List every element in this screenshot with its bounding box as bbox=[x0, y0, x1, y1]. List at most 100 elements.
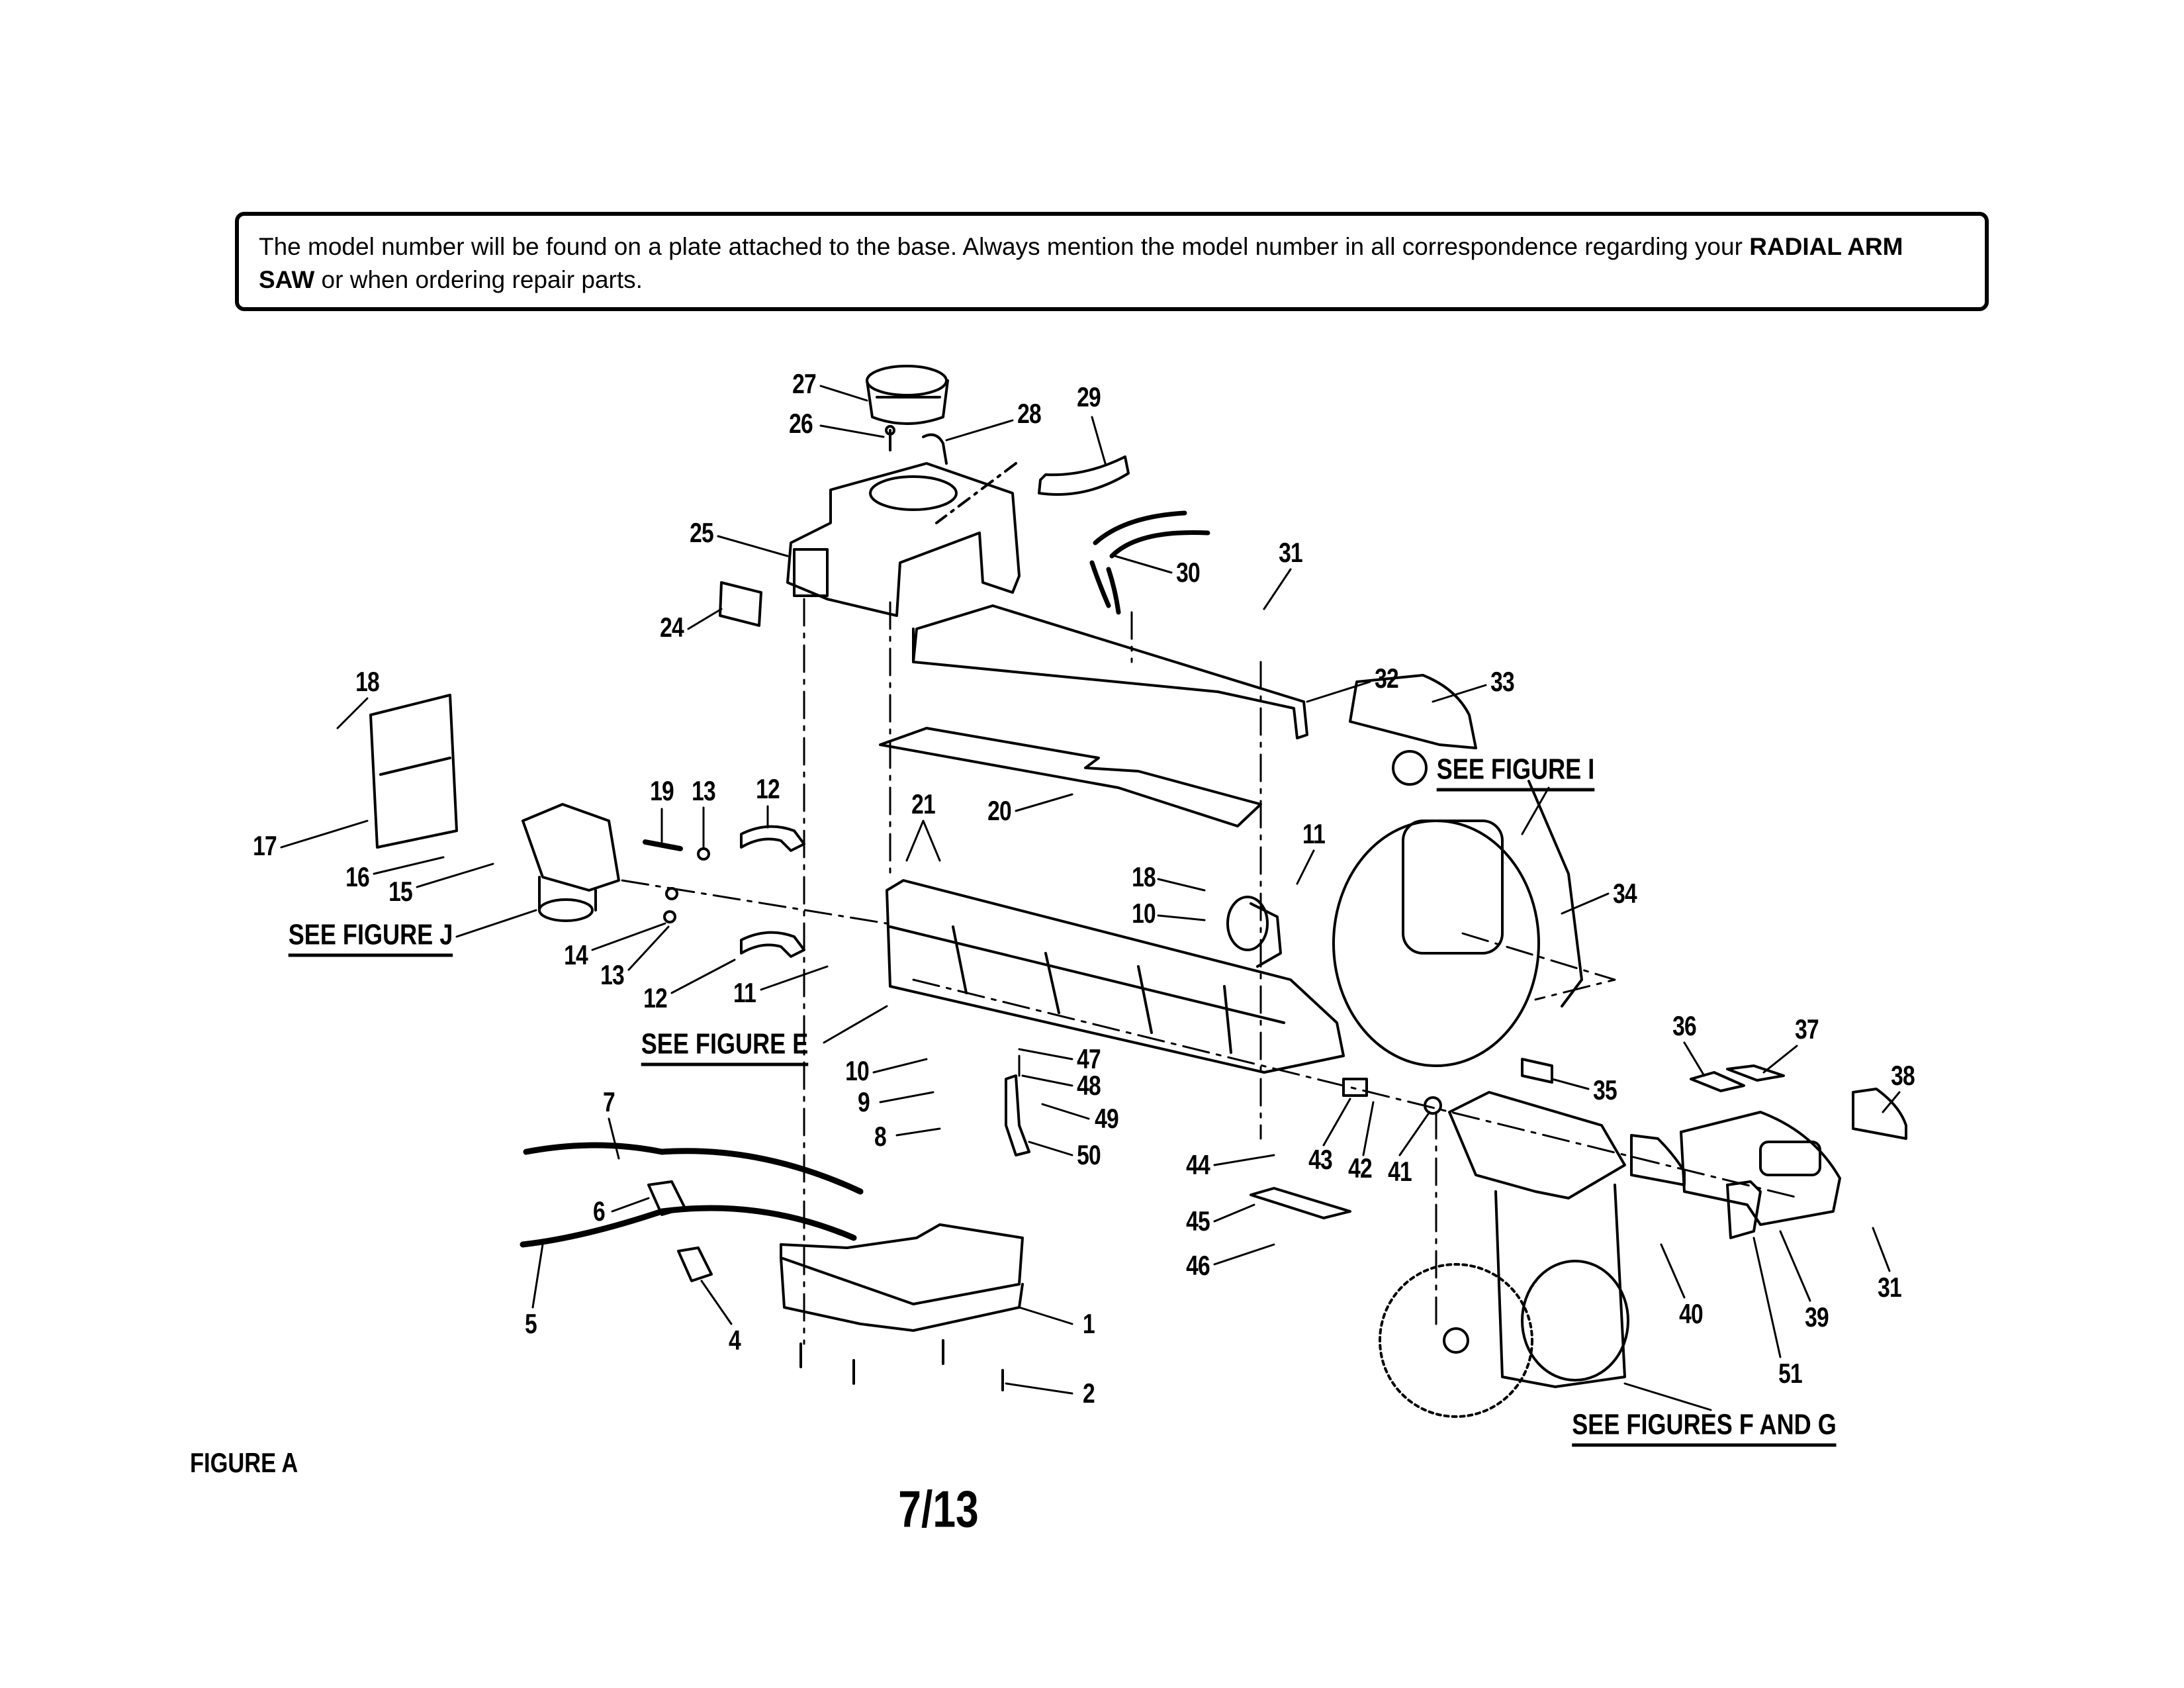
callout-47[interactable]: 47 bbox=[1077, 1043, 1101, 1074]
clamp-part bbox=[740, 931, 805, 958]
see-figure-i-link[interactable]: SEE FIGURE I bbox=[1436, 755, 1595, 792]
callout-11[interactable]: 11 bbox=[733, 977, 756, 1008]
label-part bbox=[1521, 1058, 1553, 1084]
callout-5[interactable]: 5 bbox=[525, 1308, 537, 1339]
callout-51[interactable]: 51 bbox=[1778, 1358, 1803, 1389]
callout-12[interactable]: 12 bbox=[643, 982, 668, 1013]
label-part bbox=[1630, 1134, 1686, 1186]
see-figures-f-and-g-link[interactable]: SEE FIGURES F AND G bbox=[1572, 1410, 1837, 1447]
notice-bold-product: RADIAL ARM SAW bbox=[259, 233, 1903, 293]
arbor-nut-part bbox=[1443, 1327, 1469, 1354]
callout-10[interactable]: 10 bbox=[845, 1055, 870, 1086]
screw-part bbox=[885, 425, 895, 451]
callout-4[interactable]: 4 bbox=[729, 1325, 741, 1356]
assembly-lines bbox=[621, 598, 1801, 1345]
callout-1[interactable]: 1 bbox=[1083, 1308, 1095, 1339]
callout-50[interactable]: 50 bbox=[1077, 1139, 1101, 1170]
hose-clip-part bbox=[647, 1180, 686, 1216]
switch-part bbox=[1342, 1078, 1368, 1097]
callout-39[interactable]: 39 bbox=[1805, 1301, 1829, 1333]
callout-35[interactable]: 35 bbox=[1593, 1074, 1617, 1105]
callout-6[interactable]: 6 bbox=[593, 1196, 606, 1227]
housing-part bbox=[786, 462, 1021, 617]
callout-15[interactable]: 15 bbox=[388, 876, 413, 907]
callout-43[interactable]: 43 bbox=[1308, 1144, 1333, 1175]
figure-title: FIGURE A bbox=[190, 1447, 298, 1478]
callout-29[interactable]: 29 bbox=[1077, 381, 1101, 412]
carriage-part bbox=[1448, 1091, 1629, 1388]
hose-clip-part bbox=[677, 1246, 713, 1282]
callout-11[interactable]: 11 bbox=[1302, 818, 1326, 849]
callout-27[interactable]: 27 bbox=[792, 368, 817, 399]
see-figure-j-link[interactable]: SEE FIGURE J bbox=[288, 920, 453, 957]
arm-cover-part bbox=[912, 604, 1308, 739]
callout-18[interactable]: 18 bbox=[355, 666, 380, 697]
notice-text-end: or when ordering repair parts. bbox=[314, 266, 643, 293]
callout-41[interactable]: 41 bbox=[1388, 1156, 1412, 1187]
label-part bbox=[719, 581, 762, 627]
callout-40[interactable]: 40 bbox=[1679, 1298, 1704, 1329]
shield-part bbox=[1349, 674, 1477, 749]
callout-49[interactable]: 49 bbox=[1095, 1103, 1119, 1134]
callout-17[interactable]: 17 bbox=[253, 830, 277, 861]
callout-28[interactable]: 28 bbox=[1017, 398, 1042, 429]
arm-frame-part bbox=[886, 879, 1345, 1074]
callout-45[interactable]: 45 bbox=[1186, 1205, 1210, 1237]
callout-10[interactable]: 10 bbox=[1132, 898, 1156, 929]
bracket-part bbox=[1005, 1074, 1030, 1156]
callout-38[interactable]: 38 bbox=[1891, 1060, 1915, 1091]
washer-part bbox=[697, 847, 710, 861]
callout-48[interactable]: 48 bbox=[1077, 1070, 1101, 1101]
washer-part bbox=[663, 910, 676, 923]
hose-part bbox=[523, 1142, 864, 1195]
callout-7[interactable]: 7 bbox=[603, 1086, 615, 1117]
callout-19[interactable]: 19 bbox=[650, 775, 674, 806]
callout-13[interactable]: 13 bbox=[692, 775, 716, 806]
callout-37[interactable]: 37 bbox=[1795, 1013, 1819, 1045]
callout-18[interactable]: 18 bbox=[1132, 861, 1156, 892]
callout-44[interactable]: 44 bbox=[1186, 1149, 1210, 1180]
saw-blade-part bbox=[1379, 1263, 1533, 1418]
callout-14[interactable]: 14 bbox=[564, 939, 588, 970]
notice-text: The model number will be found on a plat… bbox=[259, 233, 1750, 260]
knob-part bbox=[866, 365, 949, 425]
callout-32[interactable]: 32 bbox=[1375, 663, 1399, 694]
lower-cover-part bbox=[780, 1223, 1024, 1332]
label-part bbox=[1852, 1088, 1907, 1140]
callout-25[interactable]: 25 bbox=[690, 517, 714, 548]
callout-12[interactable]: 12 bbox=[756, 773, 780, 804]
label-part bbox=[1726, 1180, 1762, 1239]
callout-21[interactable]: 21 bbox=[911, 788, 936, 820]
callout-31[interactable]: 31 bbox=[1878, 1272, 1902, 1303]
callout-20[interactable]: 20 bbox=[987, 795, 1012, 826]
callout-8[interactable]: 8 bbox=[874, 1121, 887, 1152]
callout-31[interactable]: 31 bbox=[1279, 537, 1303, 568]
handle-assembly-part bbox=[522, 803, 620, 922]
callout-13[interactable]: 13 bbox=[600, 959, 625, 990]
label-part bbox=[1726, 1064, 1785, 1082]
callout-30[interactable]: 30 bbox=[1176, 557, 1201, 588]
callout-24[interactable]: 24 bbox=[660, 612, 684, 643]
clip-part bbox=[922, 433, 948, 465]
callout-46[interactable]: 46 bbox=[1186, 1250, 1210, 1281]
wire-part bbox=[1089, 510, 1210, 615]
callout-26[interactable]: 26 bbox=[789, 408, 813, 439]
callout-2[interactable]: 2 bbox=[1083, 1378, 1095, 1409]
callout-16[interactable]: 16 bbox=[345, 861, 370, 892]
screw-part bbox=[799, 1339, 1004, 1391]
rear-guard-part bbox=[1680, 1111, 1841, 1226]
callout-9[interactable]: 9 bbox=[858, 1086, 870, 1117]
callout-34[interactable]: 34 bbox=[1613, 878, 1637, 909]
clamp-part bbox=[740, 825, 805, 852]
see-figure-e-link[interactable]: SEE FIGURE E bbox=[641, 1029, 809, 1066]
end-cap-part bbox=[369, 694, 458, 849]
callout-42[interactable]: 42 bbox=[1348, 1152, 1373, 1184]
label-part bbox=[1690, 1071, 1745, 1092]
leader-lines bbox=[280, 385, 1901, 1411]
model-number-notice: The model number will be found on a plat… bbox=[235, 212, 1989, 311]
callout-36[interactable]: 36 bbox=[1672, 1010, 1697, 1041]
page-number: 7/13 bbox=[898, 1479, 979, 1538]
callout-33[interactable]: 33 bbox=[1490, 666, 1515, 697]
bolt-part bbox=[643, 839, 683, 851]
